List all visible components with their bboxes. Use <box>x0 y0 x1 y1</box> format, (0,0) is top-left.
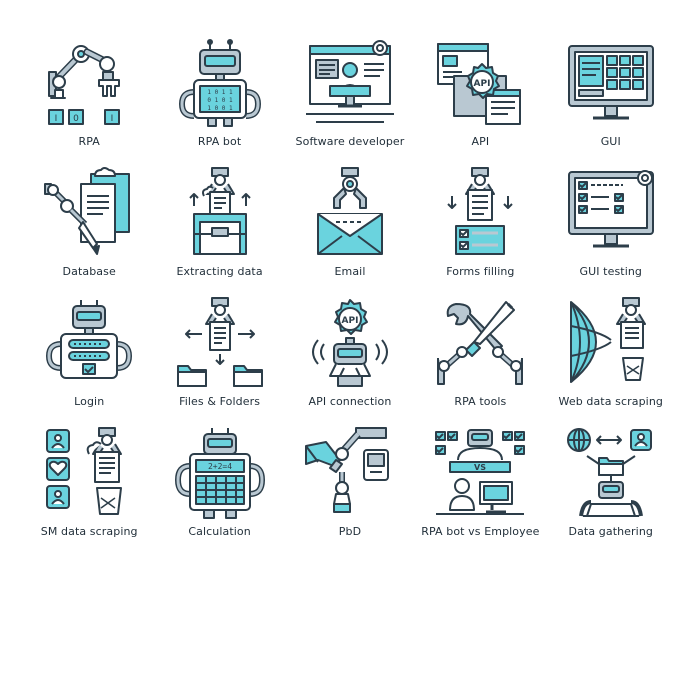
icon-cell-data-gathering: Data gathering <box>546 426 676 556</box>
icon-cell-pbd: PbD <box>285 426 415 556</box>
pbd-handshake-icon <box>304 427 389 513</box>
binary-row-1: 1 0 1 1 <box>207 89 233 96</box>
email-gripper-icon <box>316 167 383 255</box>
icon-label: RPA <box>78 135 100 148</box>
icon-label: Extracting data <box>176 265 263 278</box>
api-gear-icon: API <box>437 43 522 125</box>
login-robot-icon <box>46 300 133 379</box>
icon-label: SM data scraping <box>40 525 138 538</box>
calculator-robot-icon: 2+2=4 <box>174 428 265 519</box>
icon-label: RPA bot vs Employee <box>421 525 540 538</box>
extract-data-icon <box>188 167 251 255</box>
robot-binary-icon: 1 0 1 1 0 1 0 1 1 0 0 1 <box>178 39 261 127</box>
binary-row-3: 1 0 0 1 <box>207 105 233 112</box>
icon-grid: I 0 I RPA 1 0 1 1 0 1 0 1 1 0 0 1 RPA bo… <box>24 36 676 556</box>
icon-label: Login <box>74 395 105 408</box>
icon-label: Email <box>334 265 366 278</box>
calc-display: 2+2=4 <box>208 462 232 471</box>
icon-cell-rpa-bot: 1 0 1 1 0 1 0 1 1 0 0 1 RPA bot <box>154 36 284 166</box>
icon-cell-calculation: 2+2=4 Calculation <box>154 426 284 556</box>
icon-label: RPA tools <box>454 395 507 408</box>
icon-cell-forms-filling: Forms filling <box>415 166 545 296</box>
icon-label: PbD <box>338 525 362 538</box>
rpa-tools-icon <box>437 301 524 385</box>
icon-cell-software-developer: Software developer <box>285 36 415 166</box>
database-document-icon <box>44 167 131 255</box>
icon-cell-gui-testing: GUI testing <box>546 166 676 296</box>
sm-scraping-icon <box>46 427 123 515</box>
robotic-arm-icon: I 0 I <box>48 45 121 125</box>
data-gathering-icon <box>566 428 652 517</box>
gui-testing-icon <box>567 170 654 248</box>
api-text: API <box>342 316 359 326</box>
icon-cell-rpa-bot-vs-employee: VS RPA bot vs Employee <box>415 426 545 556</box>
icon-label: Web data scraping <box>558 395 663 408</box>
icon-cell-database: Database <box>24 166 154 296</box>
icon-label: Forms filling <box>446 265 515 278</box>
icon-label: Files & Folders <box>179 395 261 408</box>
icon-label: Calculation <box>188 525 251 538</box>
icon-cell-extracting-data: Extracting data <box>154 166 284 296</box>
icon-cell-api: API API <box>415 36 545 166</box>
icon-label: API connection <box>308 395 392 408</box>
block-0: 0 <box>73 114 79 124</box>
developer-monitor-icon <box>305 40 394 123</box>
api-text: API <box>474 79 491 89</box>
icon-label: Database <box>62 265 116 278</box>
block-i-1: I <box>55 114 58 124</box>
web-scraping-icon <box>569 297 646 383</box>
icon-cell-api-connection: API API connection <box>285 296 415 426</box>
icon-label: RPA bot <box>197 135 242 148</box>
icon-cell-sm-data-scraping: SM data scraping <box>24 426 154 556</box>
icon-label: GUI testing <box>579 265 643 278</box>
binary-row-2: 0 1 0 1 <box>207 97 233 104</box>
icon-label: Data gathering <box>568 525 653 538</box>
icon-cell-login: Login <box>24 296 154 426</box>
bot-vs-employee-icon: VS <box>435 429 526 515</box>
icon-cell-files-folders: Files & Folders <box>154 296 284 426</box>
gui-monitor-icon <box>567 45 654 120</box>
files-folders-icon <box>176 297 263 387</box>
forms-filling-icon <box>447 167 514 255</box>
icon-cell-email: Email <box>285 166 415 296</box>
icon-cell-gui: GUI <box>546 36 676 166</box>
icon-cell-web-data-scraping: Web data scraping <box>546 296 676 426</box>
icon-label: Software developer <box>295 135 405 148</box>
block-i-2: I <box>111 114 114 124</box>
icon-cell-rpa-tools: RPA tools <box>415 296 545 426</box>
icon-label: GUI <box>600 135 621 148</box>
icon-cell-rpa: I 0 I RPA <box>24 36 154 166</box>
icon-label: API <box>471 135 490 148</box>
api-connection-icon: API <box>311 299 388 387</box>
vs-text: VS <box>474 463 486 472</box>
